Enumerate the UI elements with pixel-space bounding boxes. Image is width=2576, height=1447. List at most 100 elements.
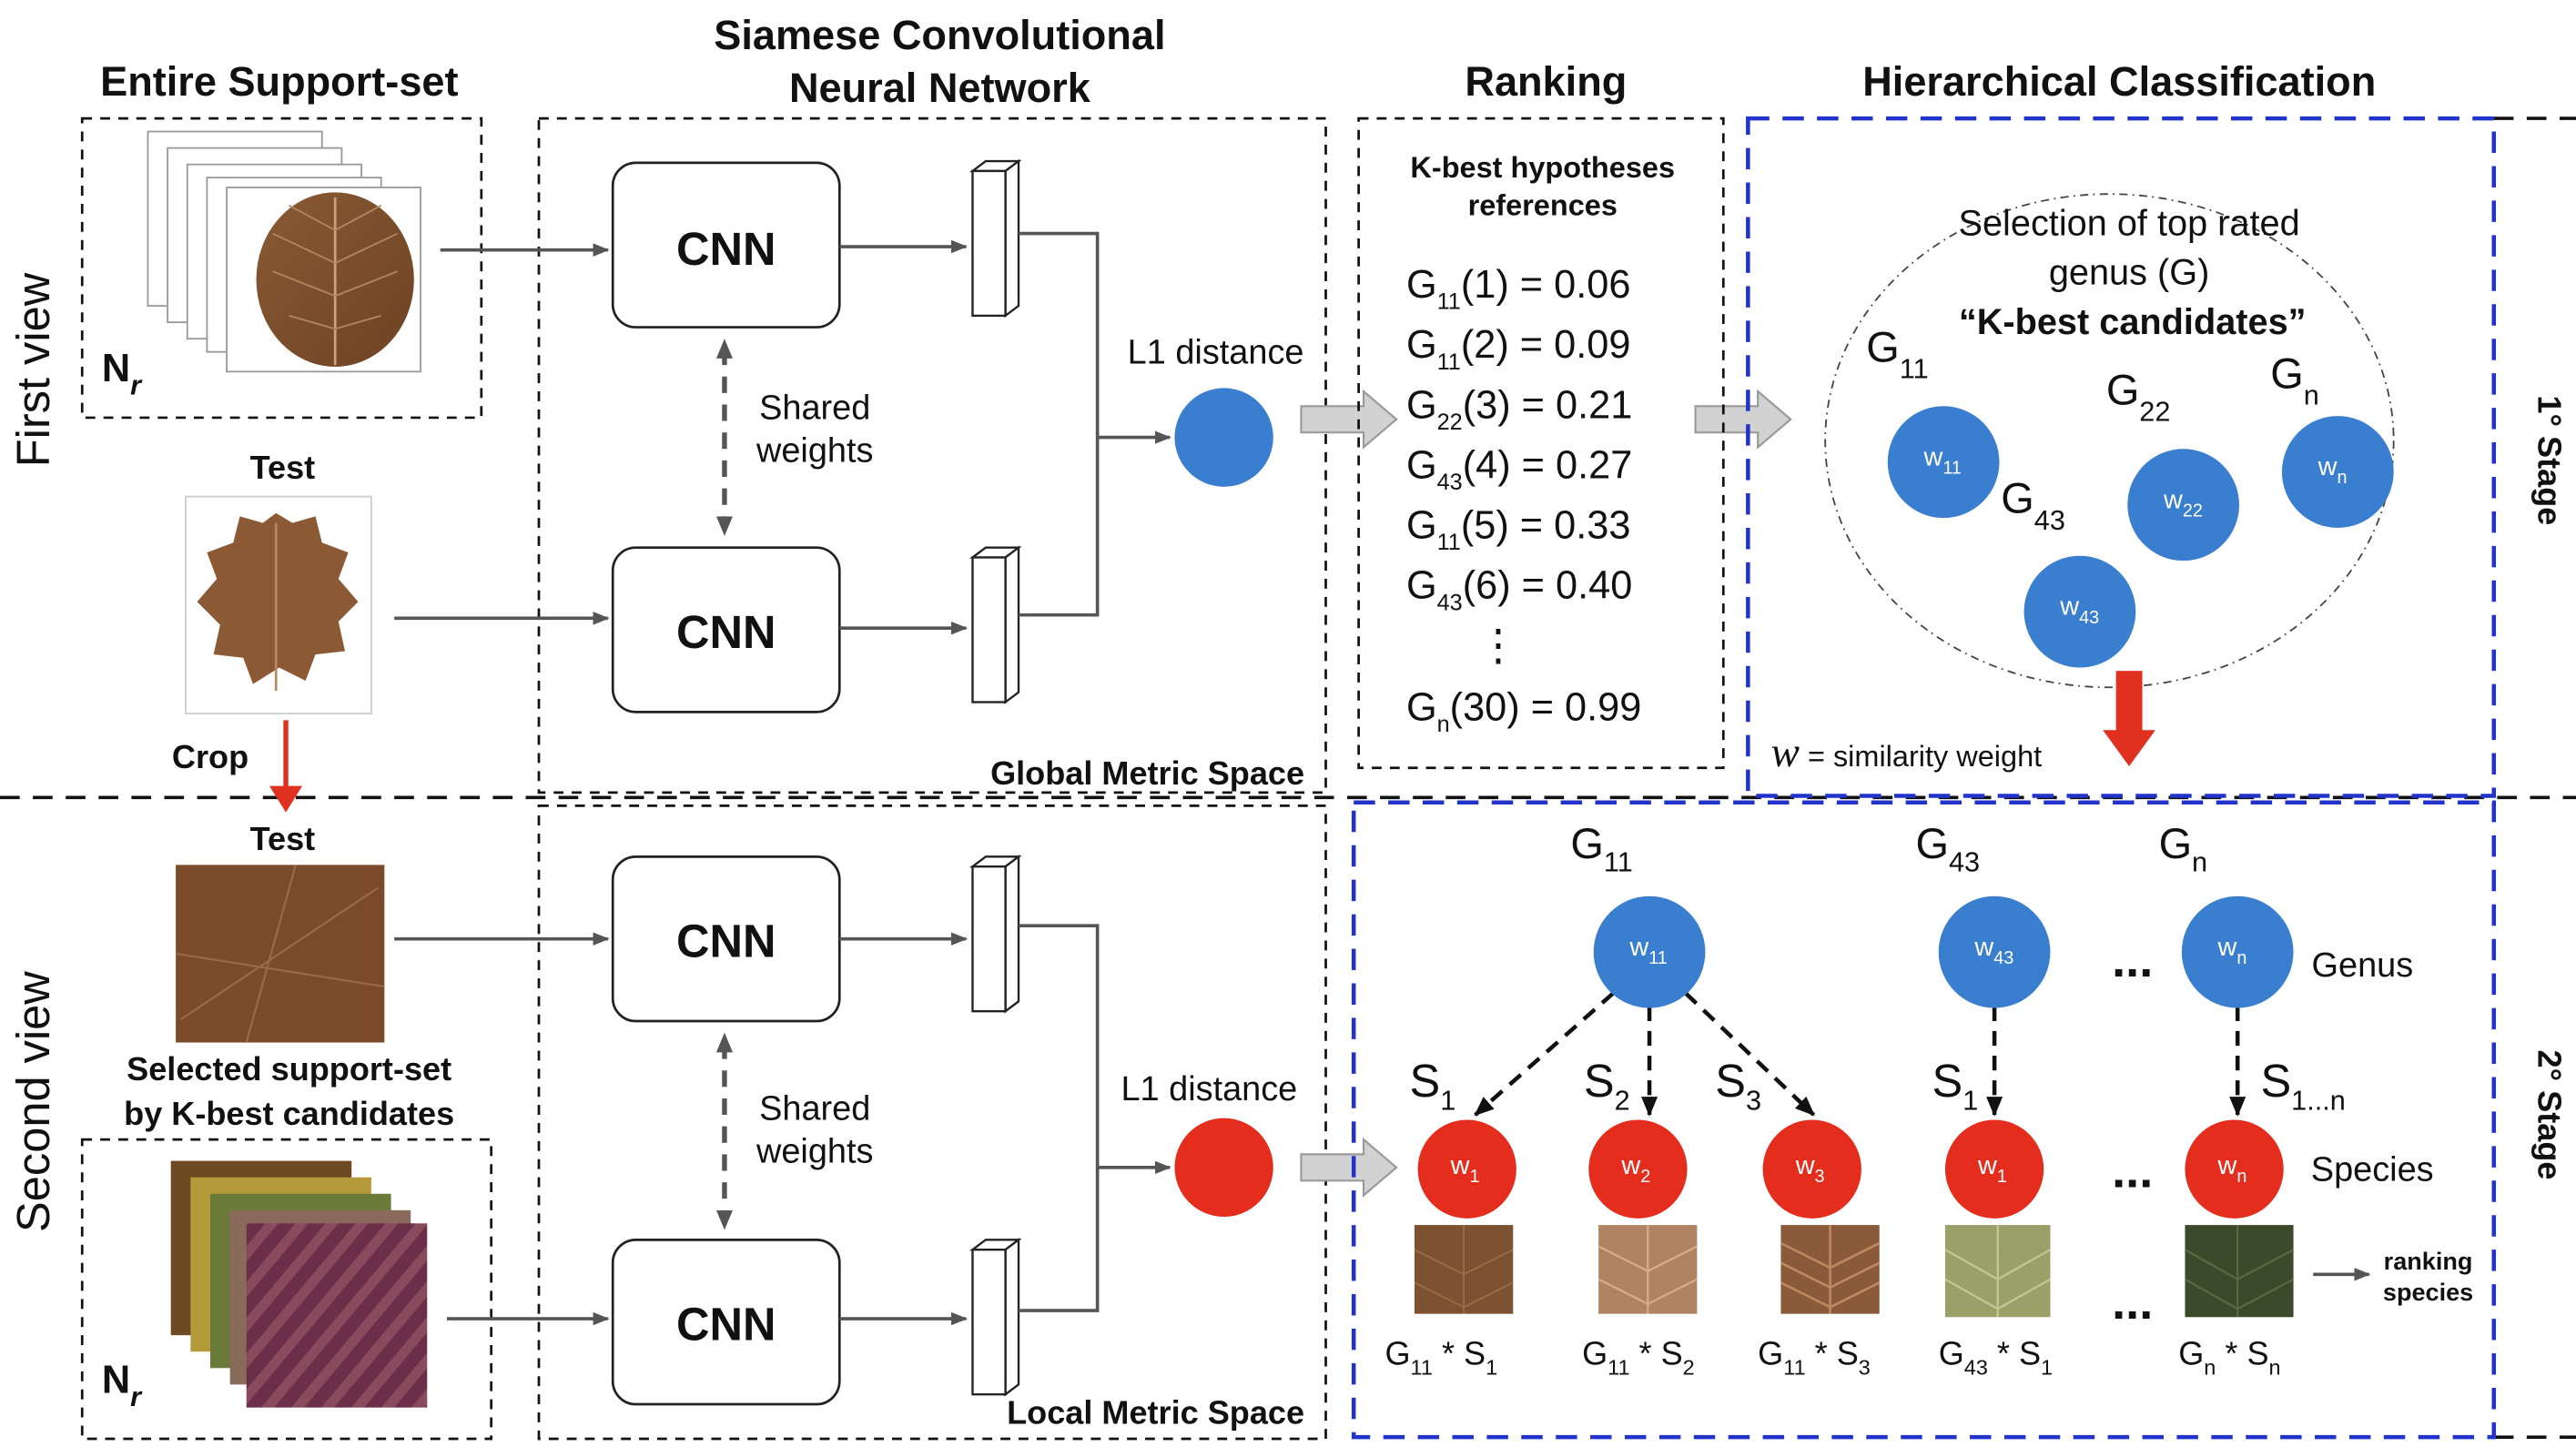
stage1-genus-node: w43 (2023, 555, 2136, 668)
svg-text:Shared: Shared (759, 390, 870, 428)
crop-label: Crop (172, 738, 248, 775)
selection-line2: genus (G) (2049, 253, 2210, 293)
cnn-block-4: CNN (611, 1238, 841, 1406)
stage2-genus-node: w11 (1593, 896, 1706, 1008)
ranking-title-line1: K-best hypotheses (1410, 151, 1675, 184)
stage2-species-node: w3 (1762, 1119, 1861, 1219)
weight-legend: w = similarity weight (1771, 729, 2043, 776)
ranking-item: G43(4) = 0.27 (1406, 443, 1632, 495)
ranking-item: G43(6) = 0.40 (1406, 564, 1632, 616)
stage1-nodes: w11 w22 w43 wn (1887, 406, 2394, 668)
stage-transition-arrow (2103, 671, 2155, 766)
support-set-bottom: Nr (80, 1138, 493, 1441)
stage2-species-s-label: S1 (1932, 1055, 1979, 1116)
stage2-species-node: w2 (1588, 1119, 1688, 1219)
svg-text:CNN: CNN (676, 1299, 776, 1351)
stage2-species-node: w1 (1944, 1119, 2044, 1219)
first-view-label: First view (7, 272, 59, 467)
shared-weights-bottom: Shared weights (715, 1032, 873, 1230)
ranking-item: G11(2) = 0.09 (1406, 323, 1630, 375)
stage1-node-weight: wn (2317, 452, 2348, 488)
second-stage-label: 2° Stage (2530, 1050, 2568, 1180)
svg-text:CNN: CNN (676, 223, 776, 275)
selection-line3: “K-best candidates” (1959, 302, 2307, 342)
species-dots: ... (2112, 1143, 2153, 1198)
stage2-species-s-label: S3 (1715, 1055, 1761, 1116)
cnn-block-1: CNN (611, 161, 841, 329)
header-ranking: Ranking (1465, 58, 1627, 105)
stage1-node-weight: w11 (1922, 442, 1961, 478)
stage2-genus-weight: w43 (1973, 933, 2013, 968)
header-siamese-line1: Siamese Convolutional (714, 12, 1165, 58)
feature-vectors (969, 158, 1022, 1397)
genus-dots: ... (2112, 933, 2153, 987)
stage2-species-nodes: S1 S2 S3 S1 S1...n w1 w2 w3 w1 wn (1410, 1055, 2346, 1219)
stage2-product-label: G43 * S1 (1939, 1335, 2053, 1380)
stage1-genus-node: w22 (2127, 449, 2240, 562)
genus-label: Genus (2312, 946, 2414, 985)
species-label: Species (2311, 1150, 2434, 1189)
stage1-box (1746, 116, 2497, 798)
nr-label-bottom: Nr (102, 1358, 143, 1412)
global-metric-space-label: Global Metric Space (990, 754, 1304, 792)
stage2-product-label: G11 * S3 (1758, 1335, 1871, 1380)
stage1-gn-label: Gn (2270, 349, 2319, 410)
cnn-block-2: CNN (611, 546, 841, 713)
test-leaf-image (185, 495, 372, 715)
stage2-product-label: Gn * Sn (2178, 1335, 2280, 1380)
siamese-local-box (537, 804, 1327, 1441)
stage2-genus-label: Gn (2159, 819, 2208, 877)
stage2-species-node: wn (2185, 1119, 2284, 1219)
stage2-species-node: w1 (1417, 1119, 1516, 1219)
input-arrows (394, 239, 969, 1326)
cropped-test-image (175, 865, 385, 1043)
header-siamese-line2: Neural Network (789, 65, 1091, 111)
siamese-global-box (537, 116, 1327, 794)
l1-label-bottom: L1 distance (1121, 1070, 1297, 1108)
stage1-genus-node: wn (2281, 416, 2394, 528)
stage1-node-weight: w43 (2059, 592, 2099, 628)
stage2-species-weight: w1 (1450, 1151, 1480, 1187)
species-thumbnails (1414, 1225, 2295, 1318)
stage2-genus-label: G43 (1915, 819, 1980, 877)
nr-label-top: Nr (102, 347, 143, 400)
stage2-genus-node: w43 (1938, 896, 2051, 1008)
stage2-species-s-label: S2 (1584, 1055, 1630, 1116)
ranking-item-last: Gn(30) = 0.99 (1406, 685, 1641, 737)
ranking-item: G11(1) = 0.06 (1406, 263, 1630, 315)
test-label-bottom: Test (250, 820, 316, 857)
cnn-block-3: CNN (611, 855, 841, 1023)
thumbnail-dots: ... (2112, 1275, 2153, 1330)
selected-support-line1: Selected support-set (127, 1050, 451, 1088)
svg-text:CNN: CNN (676, 606, 776, 658)
svg-text:weights: weights (756, 432, 873, 471)
stage2-genus-label: G11 (1570, 819, 1632, 877)
first-stage-label: 1° Stage (2530, 395, 2568, 525)
ranking-species-line2: species (2383, 1278, 2473, 1306)
ranking-ellipsis: ⋮ (1477, 621, 1520, 669)
support-image-stack (147, 130, 421, 373)
stage2-species-s-label: S1...n (2260, 1055, 2345, 1116)
ranking-item: G22(3) = 0.21 (1406, 383, 1632, 435)
svg-text:CNN: CNN (676, 916, 776, 967)
stage2-box (1351, 800, 2497, 1440)
stage1-g43-label: G43 (2001, 474, 2065, 536)
selection-line1: Selection of top rated (1959, 203, 2300, 243)
test-label-top: Test (250, 449, 316, 486)
stage2-product-label: G11 * S2 (1582, 1335, 1695, 1380)
l1-node-top (1174, 388, 1273, 487)
ranking-species-line1: ranking (2384, 1247, 2473, 1275)
stage2-species-s-label: S1 (1410, 1055, 1456, 1116)
gray-arrows (1300, 389, 1792, 1198)
l1-label-top: L1 distance (1128, 333, 1304, 371)
selected-support-line2: by K-best candidates (124, 1095, 454, 1132)
stage2-species-weight: w1 (1977, 1151, 2007, 1187)
ranking-item: G11(5) = 0.33 (1406, 504, 1630, 556)
merge-lines (1019, 231, 1171, 1312)
stage2-product-label: G11 * S1 (1384, 1335, 1497, 1380)
stage1-node-weight: w22 (2163, 485, 2203, 521)
candidates-ellipse (1824, 193, 2395, 689)
stage1-genus-node: w11 (1887, 406, 2000, 519)
